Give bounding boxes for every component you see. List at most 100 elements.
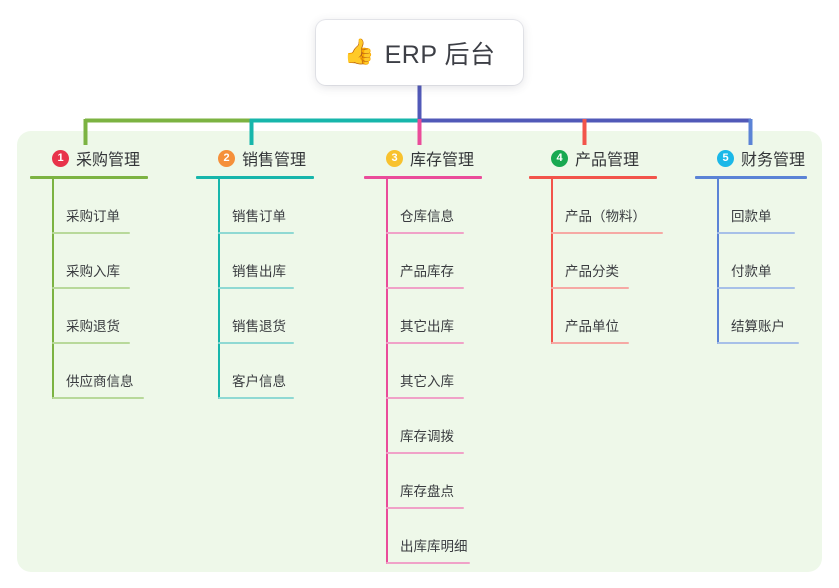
leaf-underline bbox=[717, 232, 795, 234]
root-title: ERP 后台 bbox=[384, 40, 496, 69]
leaf-list: 产品（物料） 产品分类产品单位 bbox=[529, 179, 684, 344]
branch-title: 库存管理 bbox=[410, 152, 475, 169]
branch-title: 采购管理 bbox=[76, 152, 141, 169]
leaf-label: 产品单位 bbox=[565, 319, 619, 334]
branch-header-5[interactable]: 5 财务管理 bbox=[695, 146, 835, 170]
leaf-label: 库存盘点 bbox=[400, 484, 454, 499]
leaf-underline bbox=[386, 452, 464, 454]
branch-column-1[interactable]: 1 采购管理采购订单采购入库采购退货供应商信息 bbox=[30, 146, 180, 399]
leaf-item[interactable]: 产品（物料） bbox=[529, 179, 684, 234]
branch-number-badge: 4 bbox=[551, 149, 568, 167]
leaf-item[interactable]: 销售退货 bbox=[196, 289, 346, 344]
leaf-underline bbox=[52, 287, 130, 289]
branch-title: 财务管理 bbox=[741, 152, 806, 169]
leaf-label: 客户信息 bbox=[232, 374, 286, 389]
leaf-label: 采购退货 bbox=[66, 319, 120, 334]
branch-column-3[interactable]: 3 库存管理仓库信息产品库存其它出库其它入库库存调拨库存盘点出库库明细 bbox=[364, 146, 514, 564]
branch-title: 销售管理 bbox=[242, 152, 307, 169]
leaf-item[interactable]: 产品单位 bbox=[529, 289, 684, 344]
leaf-label: 付款单 bbox=[731, 264, 772, 279]
branch-spine bbox=[52, 179, 54, 399]
leaf-label: 出库库明细 bbox=[400, 539, 468, 554]
leaf-item[interactable]: 采购退货 bbox=[30, 289, 180, 344]
leaf-item[interactable]: 产品分类 bbox=[529, 234, 684, 289]
leaf-underline bbox=[218, 232, 294, 234]
leaf-item[interactable]: 采购订单 bbox=[30, 179, 180, 234]
leaf-underline bbox=[551, 287, 629, 289]
leaf-item[interactable]: 产品库存 bbox=[364, 234, 514, 289]
branch-number-badge: 5 bbox=[717, 149, 734, 167]
leaf-underline bbox=[717, 342, 799, 344]
branch-number-badge: 3 bbox=[386, 149, 403, 167]
leaf-item[interactable]: 客户信息 bbox=[196, 344, 346, 399]
leaf-label: 产品分类 bbox=[565, 264, 619, 279]
diagram-background-panel bbox=[17, 131, 822, 572]
leaf-item[interactable]: 供应商信息 bbox=[30, 344, 180, 399]
leaf-label: 采购入库 bbox=[66, 264, 120, 279]
branch-spine bbox=[218, 179, 220, 399]
leaf-item[interactable]: 采购入库 bbox=[30, 234, 180, 289]
leaf-label: 结算账户 bbox=[731, 319, 785, 334]
branch-underline bbox=[695, 176, 807, 179]
leaf-label: 产品（物料） bbox=[565, 209, 646, 224]
leaf-item[interactable]: 仓库信息 bbox=[364, 179, 514, 234]
leaf-underline bbox=[386, 507, 464, 509]
leaf-item[interactable]: 库存调拨 bbox=[364, 399, 514, 454]
branch-number-badge: 1 bbox=[52, 149, 69, 167]
leaf-item[interactable]: 其它入库 bbox=[364, 344, 514, 399]
thumbs-up-icon: 👍 bbox=[343, 38, 375, 66]
branch-underline bbox=[30, 176, 148, 179]
branch-header-3[interactable]: 3 库存管理 bbox=[364, 146, 514, 170]
leaf-label: 销售退货 bbox=[232, 319, 286, 334]
root-node[interactable]: 👍 ERP 后台 bbox=[316, 20, 523, 85]
leaf-list: 回款单付款单结算账户 bbox=[695, 179, 835, 344]
leaf-underline bbox=[52, 232, 130, 234]
leaf-item[interactable]: 销售出库 bbox=[196, 234, 346, 289]
branch-spine bbox=[717, 179, 719, 344]
leaf-item[interactable]: 回款单 bbox=[695, 179, 835, 234]
branch-underline bbox=[529, 176, 657, 179]
leaf-item[interactable]: 销售订单 bbox=[196, 179, 346, 234]
leaf-underline bbox=[218, 287, 294, 289]
leaf-list: 销售订单销售出库销售退货客户信息 bbox=[196, 179, 346, 399]
leaf-item[interactable]: 库存盘点 bbox=[364, 454, 514, 509]
leaf-label: 库存调拨 bbox=[400, 429, 454, 444]
branch-header-2[interactable]: 2 销售管理 bbox=[196, 146, 346, 170]
branch-number-badge: 2 bbox=[218, 149, 235, 167]
leaf-underline bbox=[386, 397, 464, 399]
leaf-label: 仓库信息 bbox=[400, 209, 454, 224]
leaf-label: 产品库存 bbox=[400, 264, 454, 279]
leaf-underline bbox=[218, 342, 294, 344]
leaf-item[interactable]: 付款单 bbox=[695, 234, 835, 289]
leaf-underline bbox=[386, 342, 464, 344]
leaf-label: 其它入库 bbox=[400, 374, 454, 389]
leaf-underline bbox=[386, 562, 470, 564]
leaf-item[interactable]: 结算账户 bbox=[695, 289, 835, 344]
leaf-label: 采购订单 bbox=[66, 209, 120, 224]
leaf-underline bbox=[386, 232, 464, 234]
leaf-underline bbox=[717, 287, 795, 289]
branch-column-2[interactable]: 2 销售管理销售订单销售出库销售退货客户信息 bbox=[196, 146, 346, 399]
leaf-underline bbox=[386, 287, 464, 289]
leaf-label: 其它出库 bbox=[400, 319, 454, 334]
branch-underline bbox=[364, 176, 482, 179]
branch-spine bbox=[386, 179, 388, 564]
leaf-item[interactable]: 其它出库 bbox=[364, 289, 514, 344]
leaf-underline bbox=[52, 397, 144, 399]
branch-underline bbox=[196, 176, 314, 179]
leaf-item[interactable]: 出库库明细 bbox=[364, 509, 514, 564]
leaf-underline bbox=[218, 397, 294, 399]
branch-column-5[interactable]: 5 财务管理回款单付款单结算账户 bbox=[695, 146, 835, 344]
branch-header-1[interactable]: 1 采购管理 bbox=[30, 146, 180, 170]
leaf-label: 销售出库 bbox=[232, 264, 286, 279]
leaf-list: 仓库信息产品库存其它出库其它入库库存调拨库存盘点出库库明细 bbox=[364, 179, 514, 564]
leaf-label: 回款单 bbox=[731, 209, 772, 224]
leaf-underline bbox=[551, 342, 629, 344]
leaf-underline bbox=[551, 232, 663, 234]
leaf-label: 供应商信息 bbox=[66, 374, 134, 389]
branch-spine bbox=[551, 179, 553, 344]
leaf-list: 采购订单采购入库采购退货供应商信息 bbox=[30, 179, 180, 399]
